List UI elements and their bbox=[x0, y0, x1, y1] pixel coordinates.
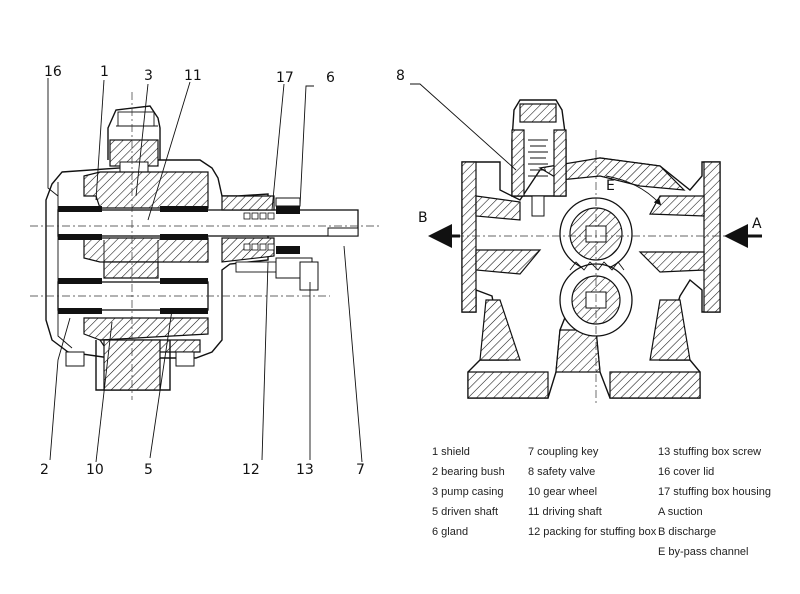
callout-5: 5 bbox=[144, 462, 153, 478]
safety-valve bbox=[511, 99, 567, 217]
stuffing-box-screw bbox=[235, 257, 319, 291]
pump-casing bbox=[83, 171, 209, 209]
legend-item: E by-pass channel bbox=[658, 546, 749, 558]
callout-7: 7 bbox=[356, 462, 365, 478]
legend-item: 13 stuffing box screw bbox=[658, 446, 761, 458]
bearing-bush-1 bbox=[58, 206, 102, 212]
legend-item: 7 coupling key bbox=[528, 446, 599, 458]
legend-item: 12 packing for stuffing box bbox=[528, 526, 657, 538]
legend-item: 16 cover lid bbox=[658, 466, 714, 478]
callout-8: 8 bbox=[396, 68, 405, 84]
legend-item: B discharge bbox=[658, 526, 716, 538]
callout-2: 2 bbox=[40, 462, 49, 478]
callout-13: 13 bbox=[296, 462, 314, 478]
callout-6: 6 bbox=[326, 70, 335, 86]
legend: 1 shield 2 bearing bush 3 pump casing 5 … bbox=[432, 446, 771, 558]
legend-item: A suction bbox=[658, 506, 703, 518]
legend-item: 17 stuffing box housing bbox=[658, 486, 771, 498]
legend-item: 10 gear wheel bbox=[528, 486, 597, 498]
callout-12: 12 bbox=[242, 462, 260, 478]
side-section-view bbox=[30, 92, 380, 400]
callout-labels: 16 1 3 11 17 6 8 2 10 5 12 13 7 B A E bbox=[40, 64, 762, 478]
legend-item: 11 driving shaft bbox=[528, 506, 602, 518]
leaders-left bbox=[47, 78, 363, 463]
callout-3: 3 bbox=[144, 68, 153, 84]
legend-item: 3 pump casing bbox=[432, 486, 504, 498]
packing bbox=[243, 212, 275, 251]
callout-16: 16 bbox=[44, 64, 62, 80]
callout-A: A bbox=[752, 216, 762, 232]
callout-17: 17 bbox=[276, 70, 294, 86]
callout-1: 1 bbox=[100, 64, 109, 80]
callout-11: 11 bbox=[184, 68, 202, 84]
gland bbox=[276, 206, 300, 214]
front-section-view bbox=[410, 83, 762, 404]
legend-item: 5 driven shaft bbox=[432, 506, 498, 518]
driving-shaft bbox=[57, 209, 359, 237]
callout-B: B bbox=[418, 210, 428, 226]
legend-item: 6 gland bbox=[432, 526, 468, 538]
callout-10: 10 bbox=[86, 462, 104, 478]
cover-lid bbox=[45, 159, 269, 359]
stuffing-box-housing bbox=[221, 195, 275, 211]
gear-wheels bbox=[559, 197, 633, 337]
legend-item: 8 safety valve bbox=[528, 466, 595, 478]
callout-E: E bbox=[606, 178, 615, 194]
legend-item: 2 bearing bush bbox=[432, 466, 505, 478]
legend-item: 1 shield bbox=[432, 446, 470, 458]
pump-casing-boss bbox=[107, 105, 161, 160]
